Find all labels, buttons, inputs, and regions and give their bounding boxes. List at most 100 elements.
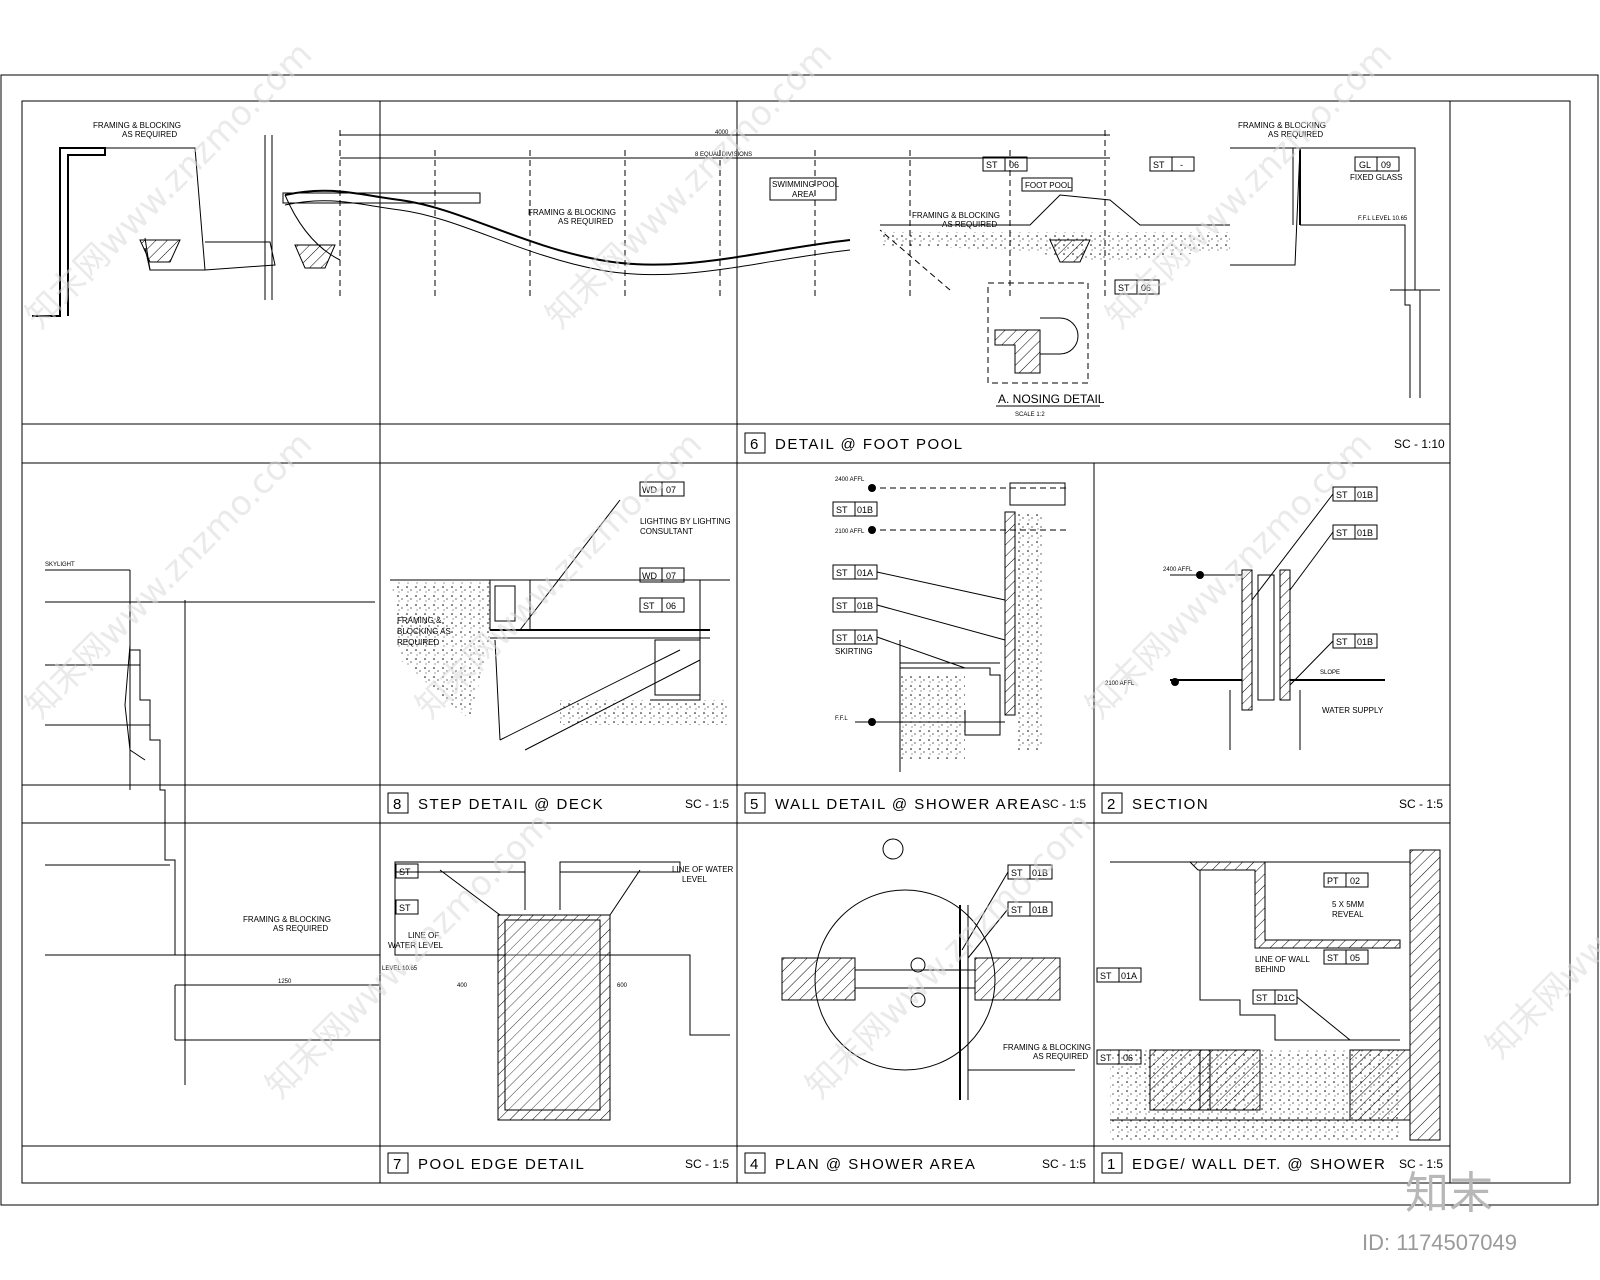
note-blocking: BLOCKING AS bbox=[397, 627, 451, 636]
tag-st: ST bbox=[836, 633, 848, 643]
detail-4-drawing bbox=[781, 838, 1075, 1100]
tag-st: ST bbox=[1327, 953, 1339, 963]
tag-01a: 01A bbox=[857, 633, 873, 643]
tag-01a: 01A bbox=[857, 568, 873, 578]
detail-title: PLAN @ SHOWER AREA bbox=[775, 1156, 976, 1173]
note-swimming-pool: SWIMMING POOL bbox=[772, 180, 840, 189]
note-line-of-wall: LINE OF WALL bbox=[1255, 955, 1310, 964]
title-detail-1: 1 EDGE/ WALL DET. @ SHOWER SC - 1:5 bbox=[1101, 1152, 1443, 1174]
note-framing: FRAMING & BLOCKING bbox=[912, 211, 1000, 220]
tag-st: ST bbox=[1100, 971, 1112, 981]
tag-wd: WD bbox=[642, 485, 657, 495]
tag-st: ST bbox=[836, 601, 848, 611]
title-detail-5: 5 WALL DETAIL @ SHOWER AREA SC - 1:5 bbox=[744, 792, 1086, 814]
watermark: 知末网www.znzmo.com bbox=[798, 804, 1100, 1106]
detail-scale: SC - 1:5 bbox=[685, 797, 729, 811]
note-skylight: SKYLIGHT bbox=[45, 562, 75, 568]
watermark: 知末网www.znzmo.com bbox=[1098, 34, 1400, 336]
detail-number: 6 bbox=[750, 436, 760, 453]
note-affl-2400: 2400 AFFL bbox=[835, 477, 865, 483]
note-reveal-size: 5 X 5MM bbox=[1332, 900, 1364, 909]
detail-number: 8 bbox=[393, 796, 403, 813]
detail-4-annotations: ST 01B ST 01B FRAMING & BLOCKING AS REQU… bbox=[961, 864, 1091, 1061]
tag-05: 05 bbox=[1350, 953, 1360, 963]
tag-09: 09 bbox=[1381, 160, 1391, 170]
detail-1-drawing bbox=[1110, 849, 1441, 1141]
brand-logo: 知末 bbox=[1405, 1168, 1493, 1219]
dim-1250: 1250 bbox=[278, 979, 292, 985]
tag-01b: 01B bbox=[857, 505, 873, 515]
tag-st: ST bbox=[1336, 637, 1348, 647]
note-required: REQUIRED bbox=[397, 638, 439, 647]
tag-01b: 01B bbox=[1357, 528, 1373, 538]
tag-02: 02 bbox=[1350, 876, 1360, 886]
detail-6-drawing bbox=[32, 130, 1440, 398]
detail-number: 2 bbox=[1107, 796, 1117, 813]
detail-8-annotations: WD 07 WD 07 ST 06 LIGHTING BY LIGHTING C… bbox=[397, 481, 731, 647]
inner-border bbox=[21, 100, 1571, 1184]
note-foot-pool: FOOT POOL bbox=[1025, 181, 1072, 190]
detail-1-annotations: PT 02 5 X 5MM REVEAL ST 05 ST 01A ST 06 … bbox=[1096, 872, 1369, 1065]
title-detail-6: 6 DETAIL @ FOOT POOL SC - 1:10 bbox=[744, 432, 1445, 454]
dim-equal-divisions: 8 EQUAL DIVISIONS bbox=[695, 152, 752, 158]
note-affl-2100: 2100 AFFL bbox=[1105, 681, 1135, 687]
note-skirting: SKIRTING bbox=[835, 647, 873, 656]
tag-st: ST bbox=[1118, 283, 1130, 293]
title-detail-2: 2 SECTION SC - 1:5 bbox=[1101, 792, 1443, 814]
tag-st: ST bbox=[986, 160, 998, 170]
tag-st: ST bbox=[1100, 1053, 1112, 1063]
note-water-level: WATER LEVEL bbox=[388, 941, 444, 950]
tag-06: 06 bbox=[1141, 283, 1151, 293]
tag-st: ST bbox=[1011, 868, 1023, 878]
detail-6-annotations: ST 06 ST - GL 09 ST 06 FRAMING & BLOCKIN… bbox=[93, 121, 1408, 418]
detail-7-annotations: ST ST LINE OF WATER LEVEL LEVEL 10.65 LI… bbox=[382, 863, 734, 989]
tag-st: ST bbox=[1011, 905, 1023, 915]
nosing-detail-title: A. NOSING DETAIL bbox=[998, 392, 1105, 406]
note-as-required: AS REQUIRED bbox=[122, 130, 177, 139]
watermark: 知末网www.znzmo.com bbox=[1478, 764, 1600, 1066]
detail-scale: SC - 1:5 bbox=[1399, 1157, 1443, 1171]
tag-pt: PT bbox=[1327, 876, 1339, 886]
detail-title: WALL DETAIL @ SHOWER AREA bbox=[775, 796, 1043, 813]
tag-st: ST bbox=[643, 601, 655, 611]
tag-07: 07 bbox=[666, 485, 676, 495]
note-framing: FRAMING & BLOCKING bbox=[528, 208, 616, 217]
tag-gl: GL bbox=[1359, 160, 1371, 170]
note-framing-amp: FRAMING & bbox=[397, 616, 442, 625]
note-as-required: AS REQUIRED bbox=[1268, 130, 1323, 139]
tag-st: ST bbox=[836, 505, 848, 515]
watermark: 知末网www.znzmo.com bbox=[1078, 424, 1380, 726]
detail-skylight-section: SKYLIGHT FRAMING & BLOCKING AS REQUIRED … bbox=[45, 562, 380, 1085]
note-framing: FRAMING & BLOCKING bbox=[93, 121, 181, 130]
watermark: 知末网www.znzmo.com bbox=[18, 424, 320, 726]
nosing-detail-scale: SCALE 1:2 bbox=[1015, 412, 1045, 418]
detail-scale: SC - 1:5 bbox=[1042, 797, 1086, 811]
tag-d1c: D1C bbox=[1277, 993, 1296, 1003]
watermark: 知末网www.znzmo.com bbox=[408, 424, 710, 726]
detail-title: STEP DETAIL @ DECK bbox=[418, 796, 604, 813]
detail-title: DETAIL @ FOOT POOL bbox=[775, 436, 964, 453]
note-area: AREA bbox=[792, 190, 814, 199]
note-ffl-level: F.F.L LEVEL 10.65 bbox=[1358, 216, 1408, 222]
tag-06: 06 bbox=[1009, 160, 1019, 170]
detail-title: POOL EDGE DETAIL bbox=[418, 1156, 585, 1173]
tag-dash: - bbox=[1180, 160, 1183, 170]
tag-06: 06 bbox=[1123, 1053, 1133, 1063]
detail-scale: SC - 1:5 bbox=[1399, 797, 1443, 811]
note-ffl: F.F.L bbox=[835, 716, 848, 722]
dim-4000: 4000 bbox=[715, 130, 729, 136]
detail-scale: SC - 1:5 bbox=[685, 1157, 729, 1171]
note-as-required: AS REQUIRED bbox=[558, 217, 613, 226]
dim-400: 400 bbox=[457, 983, 468, 989]
tag-01a: 01A bbox=[1121, 971, 1137, 981]
tag-st: ST bbox=[836, 568, 848, 578]
detail-7-drawing bbox=[394, 861, 730, 1121]
outer-border bbox=[0, 74, 1599, 1206]
tag-01b: 01B bbox=[857, 601, 873, 611]
tag-01b: 01B bbox=[1357, 490, 1373, 500]
detail-title: SECTION bbox=[1132, 796, 1209, 813]
tag-st: ST bbox=[1256, 993, 1268, 1003]
detail-2-drawing bbox=[1170, 569, 1385, 750]
dim-600: 600 bbox=[617, 983, 628, 989]
detail-5-drawing bbox=[855, 482, 1070, 772]
